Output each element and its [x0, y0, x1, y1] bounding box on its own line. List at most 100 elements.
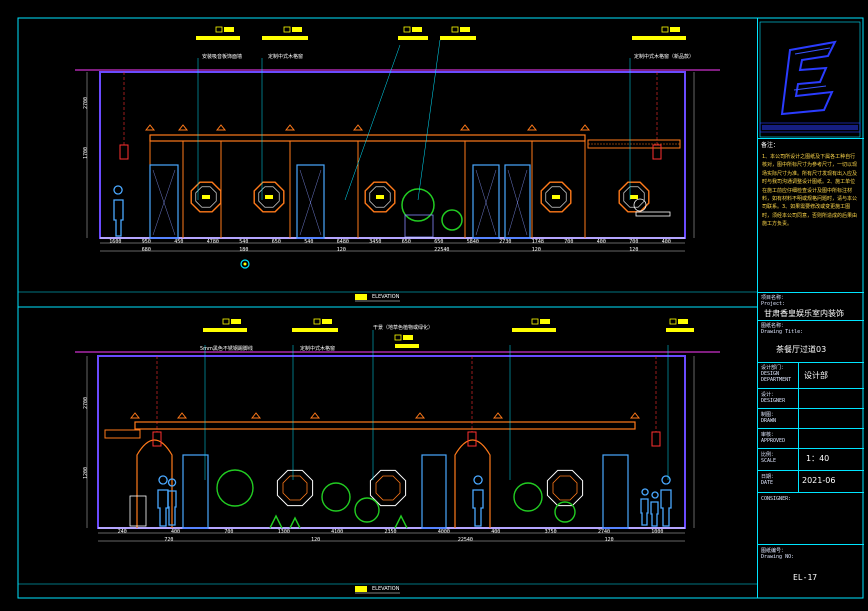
- ceiling-post: [526, 124, 538, 238]
- lattice-window: [276, 469, 314, 507]
- bottom-elevation-label: ELEVATION: [372, 586, 400, 592]
- approved-row: 审核： APPROVED: [758, 428, 864, 449]
- door-panel: [149, 164, 179, 239]
- height-dimension-label: 1200: [83, 466, 90, 480]
- arch-column: [454, 439, 491, 528]
- dimension-label: 240: [117, 529, 127, 535]
- dimension-label: 180: [239, 247, 249, 253]
- dimension-label: 5840: [466, 239, 479, 245]
- dimension-label: 120: [531, 247, 541, 253]
- scale-row: 比例： SCALE 1：40: [758, 448, 864, 471]
- material-tag: [398, 26, 428, 40]
- octagon-window: [190, 181, 222, 213]
- dimension-label: 2730: [499, 239, 512, 245]
- door-panel: [182, 454, 209, 529]
- dimension-label: 650: [401, 239, 411, 245]
- ceiling-post: [352, 124, 364, 238]
- height-dimension-label: 2700: [83, 396, 90, 410]
- height-dimension-label: 1700: [83, 146, 90, 160]
- dept-label: 设计部门： DESIGN DEPARTMENT: [761, 365, 792, 383]
- material-tag: [512, 318, 556, 332]
- dept-row: 设计部门： DESIGN DEPARTMENT 设计部: [758, 362, 864, 389]
- top-callout-2: 定制中式木格窗: [268, 54, 304, 60]
- height-dimension-label: 2700: [83, 96, 90, 110]
- material-tag: [632, 26, 686, 40]
- dimension-label: 1600: [109, 239, 122, 245]
- reference-marker: [240, 259, 250, 269]
- dimension-label: 120: [629, 247, 639, 253]
- dimension-label: 1000: [651, 529, 664, 535]
- dimension-label: 22540: [457, 537, 473, 543]
- ceiling-post: [215, 124, 227, 238]
- drawn-label: 制图： DRAWN: [761, 412, 777, 424]
- bottom-callout-1: 5mm黑色不锈钢踢脚线: [200, 346, 253, 352]
- project-section: 项目名称： Project: 甘肃香皇娱乐室内装饰: [758, 292, 864, 320]
- dimension-label: 400: [596, 239, 606, 245]
- top-elevation-label: ELEVATION: [372, 294, 400, 300]
- octagon-window: [253, 181, 285, 213]
- door-panel: [296, 164, 325, 239]
- top-elevation: [75, 26, 720, 269]
- material-tag: [262, 26, 308, 40]
- material-tag: [203, 318, 247, 332]
- drawing-no-label: 图纸编号： Drawing NO:: [761, 548, 795, 560]
- dimension-label: 650: [271, 239, 281, 245]
- dimension-label: 720: [164, 537, 174, 543]
- dimension-label: 540: [304, 239, 314, 245]
- ceiling-post: [284, 124, 296, 238]
- dimension-label: 700: [629, 239, 639, 245]
- dimension-label: 120: [604, 537, 614, 543]
- ceiling-post: [129, 412, 141, 419]
- ceiling-post: [492, 412, 504, 419]
- lattice-window: [369, 469, 407, 507]
- dimension-label: 2740: [598, 529, 611, 535]
- dimension-label: 120: [336, 247, 346, 253]
- octagon-window: [540, 181, 572, 213]
- company-logo-icon: [759, 21, 861, 138]
- ceiling-post: [250, 412, 262, 419]
- drawing-title-section: 图纸名称： Drawing Title: 茶餐厅过道03: [758, 320, 864, 362]
- material-tag: [666, 318, 694, 332]
- dimension-label: 950: [141, 239, 151, 245]
- lattice-window: [546, 469, 584, 507]
- octagon-window: [364, 181, 396, 213]
- dimension-label: 120: [311, 537, 321, 543]
- drawing-no-row: 图纸编号： Drawing NO: EL-17: [758, 544, 864, 598]
- material-tag: [292, 318, 338, 332]
- dimension-label: 400: [661, 239, 671, 245]
- material-tag: [440, 26, 476, 40]
- project-name: 甘肃香皇娱乐室内装饰: [764, 309, 844, 318]
- consigner-row: CONSIGNER:: [758, 492, 864, 544]
- arch-column: [136, 439, 173, 528]
- date-value: 2021-06: [802, 476, 836, 485]
- top-callout-3: 定制中式木格窗（新品款）: [634, 54, 695, 60]
- approved-label: 审核： APPROVED: [761, 432, 786, 444]
- drawn-row: 制图： DRAWN: [758, 408, 864, 429]
- drawing-no-value: EL-17: [793, 573, 818, 582]
- outer-frame: [17, 17, 864, 599]
- top-callout-1: 安装吸音板饰面墙: [202, 54, 243, 60]
- door-panel: [602, 454, 629, 529]
- ceiling-post: [414, 412, 426, 419]
- material-tag: [196, 26, 240, 40]
- ceiling-post: [579, 124, 591, 238]
- material-tag: [394, 334, 419, 348]
- dimension-label: 700: [224, 529, 234, 535]
- dimension-label: 450: [174, 239, 184, 245]
- date-row: 日期： DATE 2021-06: [758, 470, 864, 493]
- dept-value: 设计部: [804, 371, 828, 380]
- dimension-label: 4000: [437, 529, 450, 535]
- dimension-label: 3750: [544, 529, 557, 535]
- ceiling-post: [459, 124, 471, 238]
- dimension-label: 540: [239, 239, 249, 245]
- ceiling-post: [629, 412, 641, 419]
- door-panel: [421, 454, 447, 529]
- octagon-window: [618, 181, 650, 213]
- notes-title: 备注：: [761, 142, 780, 149]
- drawing-title: 茶餐厅过道03: [776, 345, 827, 354]
- ceiling-post: [176, 412, 188, 419]
- ceiling-post: [177, 124, 189, 238]
- dimension-label: 22540: [434, 247, 450, 253]
- bottom-elevation: [75, 318, 720, 542]
